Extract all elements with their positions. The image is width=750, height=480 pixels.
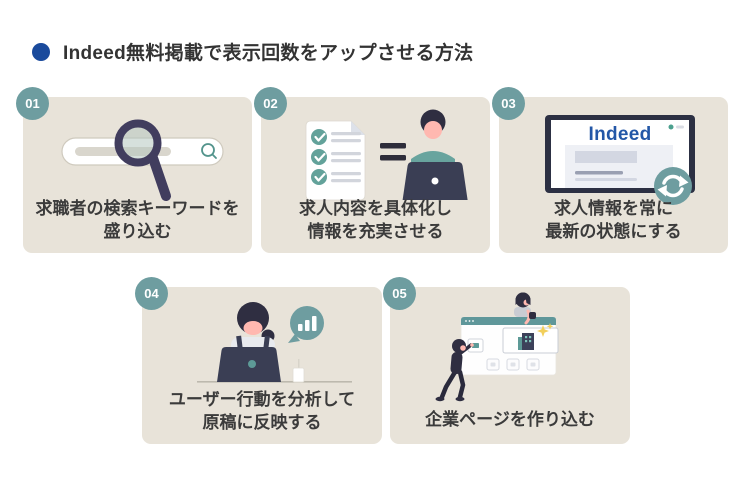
company-card <box>502 323 559 354</box>
refresh-icon <box>654 167 692 205</box>
step-caption: ユーザー行動を分析して 原稿に反映する <box>142 389 382 434</box>
caption-line: 盛り込む <box>103 221 172 241</box>
step-number-badge: 04 <box>135 277 168 310</box>
indeed-screen-illustration <box>545 115 695 205</box>
step-card-5: 05 <box>383 277 630 444</box>
search-magnifier-illustration <box>61 119 224 201</box>
equals-icon <box>380 143 406 161</box>
check-row <box>311 129 361 145</box>
caption-line: 最新の状態にする <box>545 221 682 241</box>
step-card-4: 04 <box>135 277 382 444</box>
sparkle-icon <box>537 323 554 337</box>
magnifier-icon <box>114 119 171 201</box>
caption-line: 企業ページを作り込む <box>425 409 595 429</box>
step-card-3: 03 Indeed 求人情報を常に 最新の状態に <box>492 87 728 253</box>
indeed-logo: Indeed <box>588 124 652 145</box>
analyst-illustration <box>197 302 352 383</box>
step-number-badge: 05 <box>383 277 416 310</box>
caption-line: 求人情報を常に <box>554 199 673 219</box>
chart-speech-bubble <box>288 306 324 343</box>
step-card-2: 02 <box>254 87 490 253</box>
step-number-badge: 02 <box>254 87 287 120</box>
browser-screen <box>545 115 695 193</box>
check-row <box>311 149 361 165</box>
step-caption: 求職者の検索キーワードを 盛り込む <box>23 198 252 243</box>
widget-box <box>467 338 484 353</box>
check-row <box>311 169 361 185</box>
page-header: Indeed無料掲載で表示回数をアップさせる方法 <box>32 38 473 65</box>
caption-line: 求人内容を具体化し <box>299 199 452 219</box>
woman-at-laptop <box>217 302 281 382</box>
caption-line: ユーザー行動を分析して <box>168 390 356 410</box>
placeholder-icon <box>486 358 500 371</box>
page-title: Indeed無料掲載で表示回数をアップさせる方法 <box>63 43 474 64</box>
step-caption: 求人内容を具体化し 情報を充実させる <box>261 198 490 243</box>
checklist-person-illustration <box>305 109 468 201</box>
step-number-badge: 03 <box>492 87 525 120</box>
step-caption: 求人情報を常に 最新の状態にする <box>499 198 728 243</box>
bar-chart-icon <box>298 316 317 331</box>
caption-line: 求職者の検索キーワードを <box>35 199 240 219</box>
company-page-illustration <box>435 292 559 402</box>
small-search-icon <box>201 143 217 159</box>
caption-line: 情報を充実させる <box>307 221 444 241</box>
caption-line: 原稿に反映する <box>202 412 322 432</box>
step-card-1: 01 求職者の検索キーワードを 盛り込む <box>16 87 252 253</box>
person-at-laptop <box>402 109 468 200</box>
step-caption: 企業ページを作り込む <box>390 409 630 431</box>
coffee-cup <box>292 359 305 383</box>
bullet-circle-icon <box>32 42 50 61</box>
step-number-badge: 01 <box>16 87 49 120</box>
sitting-person <box>514 292 536 325</box>
standing-person <box>435 339 474 402</box>
checklist-document <box>305 120 366 201</box>
placeholder-icon <box>506 358 520 371</box>
placeholder-icon <box>526 358 540 371</box>
